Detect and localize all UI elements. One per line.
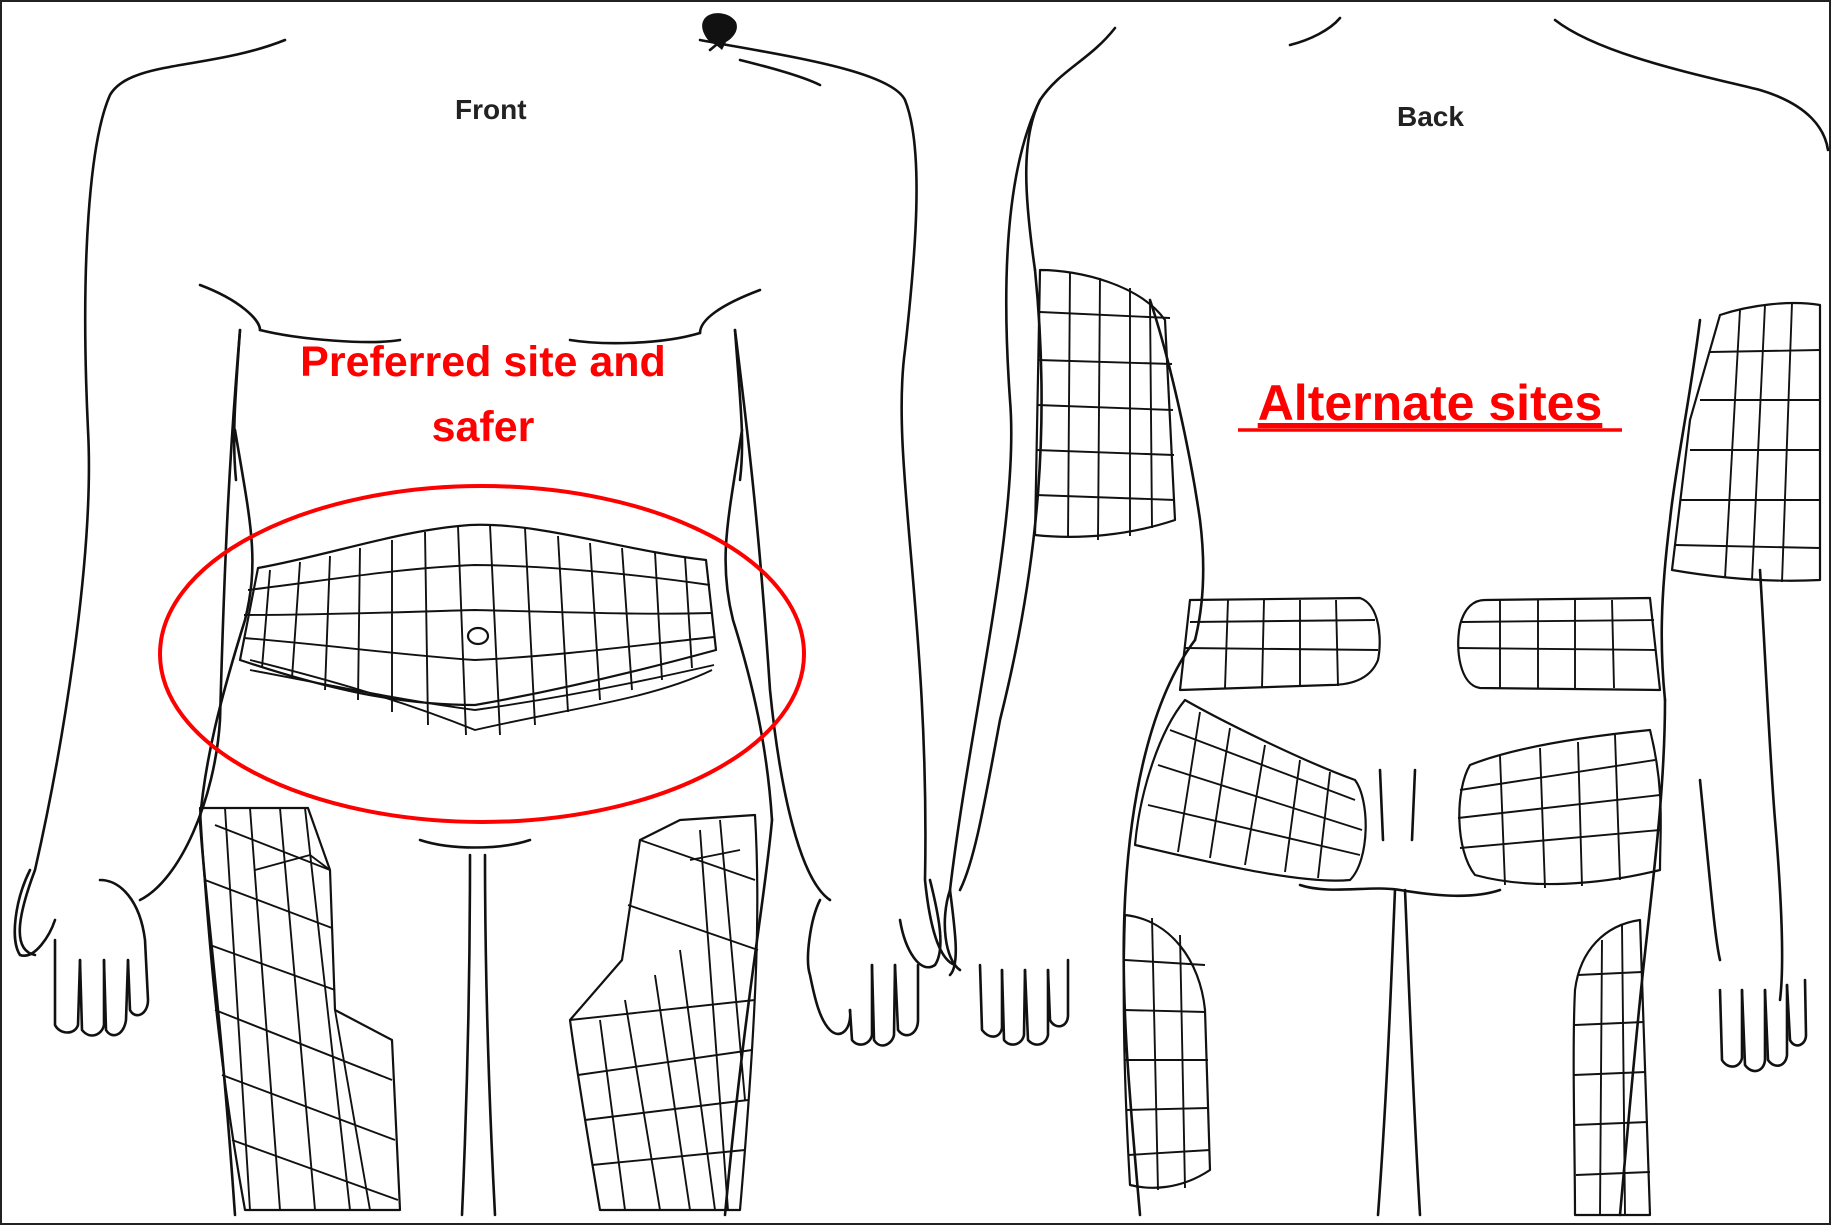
preferred-site-note-line2: safer: [432, 403, 535, 451]
back-left-buttock-grid: [1135, 700, 1366, 881]
back-right-thigh-grid: [1574, 920, 1650, 1215]
preferred-site-note-line1: Preferred site and: [300, 338, 666, 386]
preferred-site-highlight: [160, 486, 804, 822]
back-right-arm-grid: [1672, 303, 1820, 582]
front-view-label: Front: [455, 94, 527, 125]
back-left-flank-grid: [1180, 598, 1380, 690]
back-right-flank-grid: [1458, 598, 1660, 690]
back-left-thigh-grid: [1124, 915, 1210, 1190]
front-right-thigh-grid: [570, 815, 758, 1210]
back-view-label: Back: [1397, 101, 1464, 132]
back-body-figure: [945, 18, 1828, 1215]
front-body-figure: [15, 13, 955, 1215]
alternate-sites-title: Alternate sites: [1258, 375, 1603, 431]
back-right-buttock-grid: [1458, 730, 1661, 888]
front-abdomen-grid: [240, 525, 716, 735]
